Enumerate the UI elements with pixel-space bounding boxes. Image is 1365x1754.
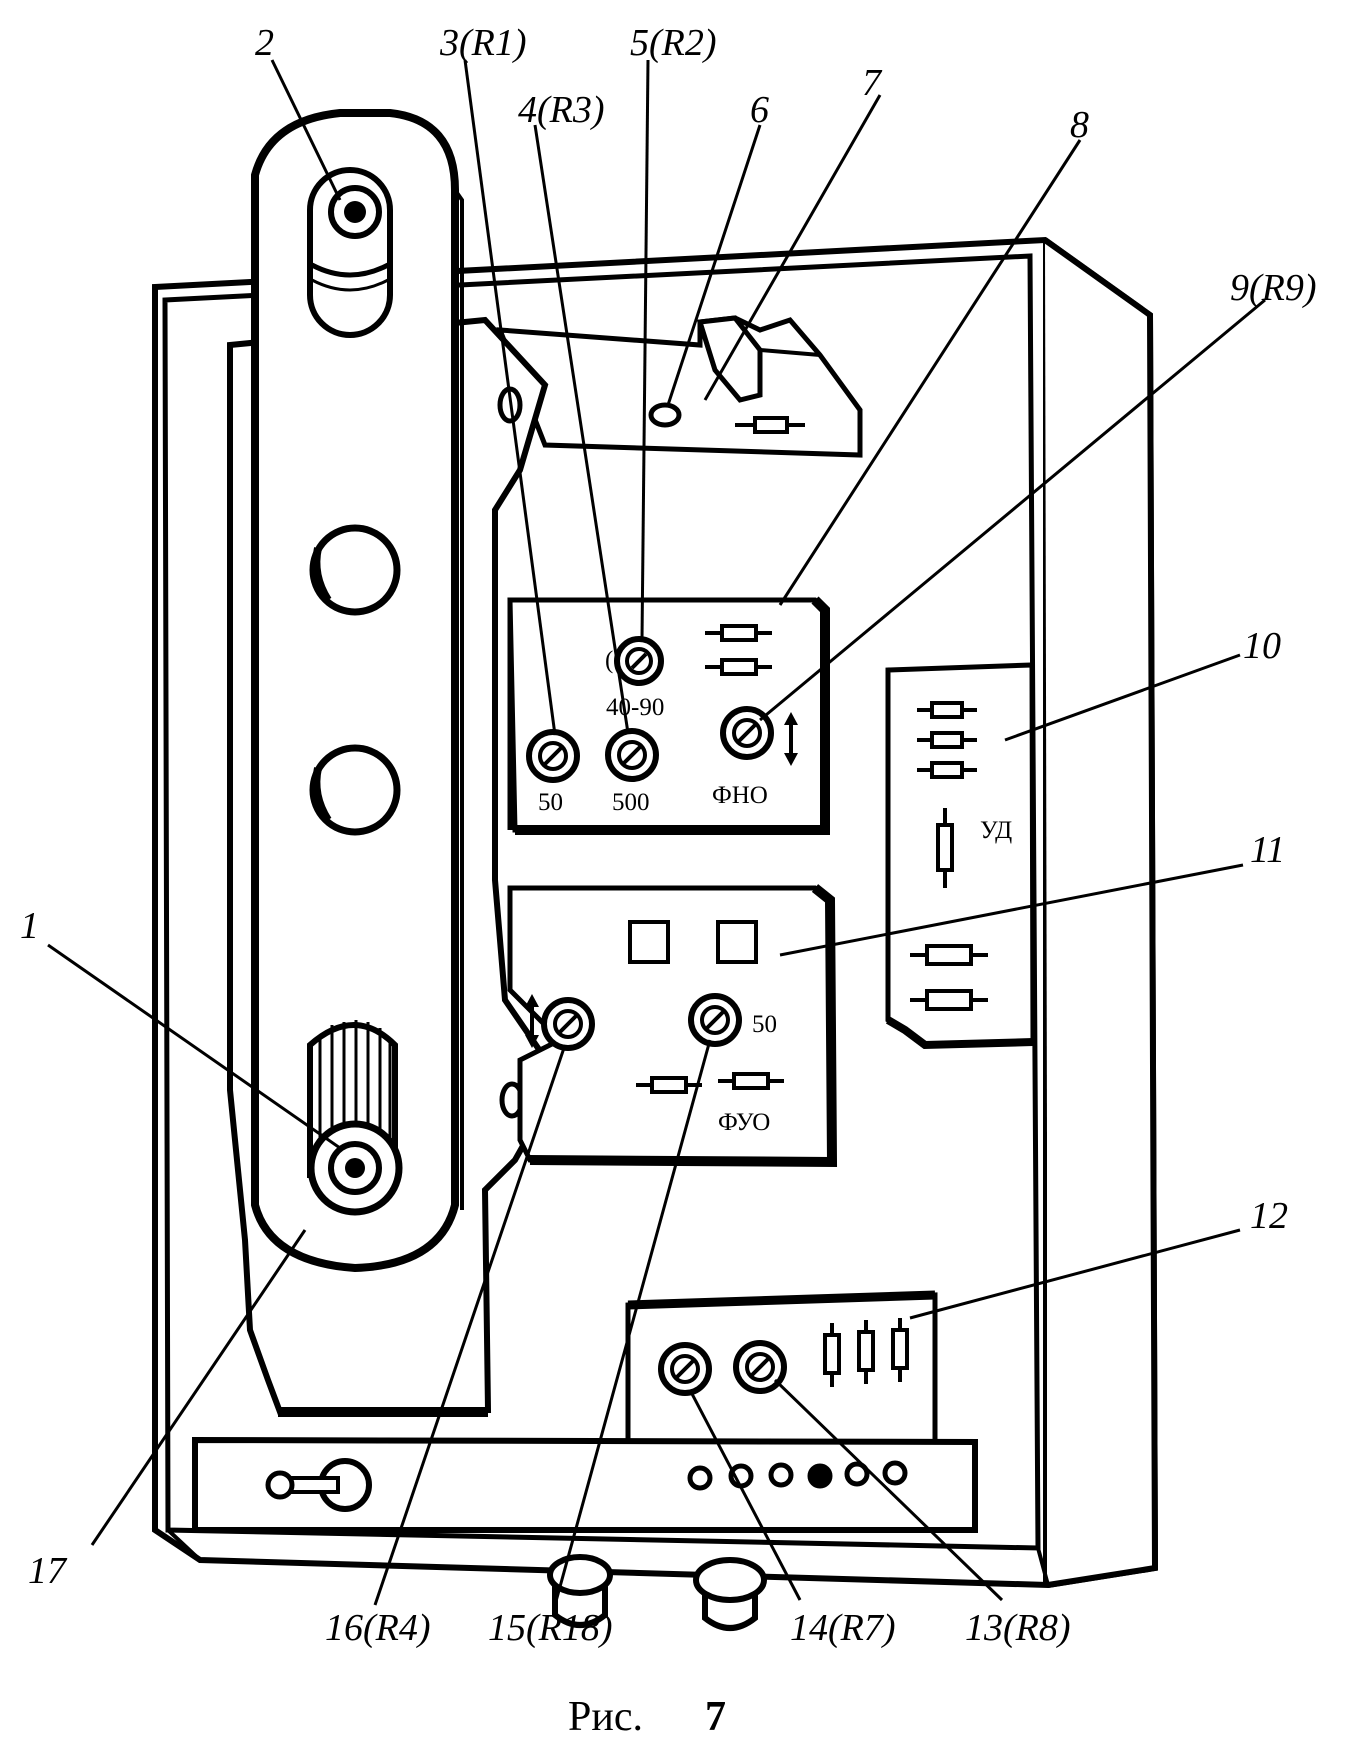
potentiometer-r2[interactable] xyxy=(614,636,664,686)
toggle-switch-icon[interactable] xyxy=(265,1458,372,1512)
adjust-arrow-icon xyxy=(784,712,798,766)
resistor-icon xyxy=(705,624,772,642)
potentiometer-r7[interactable] xyxy=(658,1342,712,1396)
potentiometer-r8[interactable] xyxy=(733,1340,787,1394)
callout-14: 14(R7) xyxy=(790,1607,896,1649)
caption-text: Рис. xyxy=(568,1694,643,1740)
svg-text:(: ( xyxy=(605,647,613,674)
callout-17: 17 xyxy=(28,1550,68,1592)
callout-labels: 1 2 3(R1) 4(R3) 5(R2) 6 7 8 9(R9) 10 11 … xyxy=(20,22,1317,1649)
fuo-panel-name: ФУО xyxy=(718,1109,770,1136)
jack-socket-icon[interactable] xyxy=(882,1460,908,1486)
panel-ud: УД xyxy=(885,662,1036,1050)
adjust-arrow-icon xyxy=(525,994,539,1048)
resistor-icon xyxy=(857,1320,875,1384)
resistor-icon xyxy=(636,1076,702,1094)
top-roller xyxy=(307,167,393,338)
ud-panel-name: УД xyxy=(980,817,1012,844)
resistor-icon xyxy=(891,1318,909,1382)
callout-16: 16(R4) xyxy=(325,1607,431,1649)
fuo-indicator-left xyxy=(628,920,670,964)
panel-bottom xyxy=(625,1290,938,1455)
resistor-icon xyxy=(910,989,988,1011)
leader-lines xyxy=(47,59,1266,1606)
callout-11: 11 xyxy=(1250,829,1285,871)
callout-8: 8 xyxy=(1070,104,1089,146)
potentiometer-r3[interactable] xyxy=(605,728,659,782)
resistor-icon xyxy=(917,731,977,749)
connector-right xyxy=(693,1557,767,1631)
potentiometer-r4[interactable] xyxy=(541,997,595,1051)
knurled-roller xyxy=(307,1020,403,1216)
resistor-icon xyxy=(936,808,954,888)
jack-socket-icon[interactable] xyxy=(844,1461,870,1487)
fno-label-range: 40-90 xyxy=(606,694,664,721)
callout-7: 7 xyxy=(862,62,883,104)
potentiometer-r9[interactable] xyxy=(720,706,774,760)
panel-fuo: 50 ФУО xyxy=(507,884,838,1168)
panel-fno: ( 40-90 50 500 ФНО xyxy=(507,596,830,835)
resistor-icon xyxy=(705,658,772,676)
resistor-icon xyxy=(910,944,988,966)
callout-12: 12 xyxy=(1250,1195,1288,1237)
callout-10: 10 xyxy=(1243,625,1281,667)
fno-label-50: 50 xyxy=(538,789,563,816)
resistor-icon xyxy=(735,416,805,434)
resistor-icon xyxy=(718,1072,784,1090)
callout-6: 6 xyxy=(750,89,769,131)
figure-caption: Рис. 7 xyxy=(568,1694,726,1740)
callout-4: 4(R3) xyxy=(518,89,605,131)
resistor-icon xyxy=(917,761,977,779)
fuo-indicator-right xyxy=(716,920,758,964)
resistor-icon xyxy=(917,701,977,719)
callout-3: 3(R1) xyxy=(439,22,527,64)
potentiometer-r18[interactable] xyxy=(688,993,742,1047)
callout-15: 15(R18) xyxy=(488,1607,613,1649)
callout-2: 2 xyxy=(255,22,274,64)
jack-socket-icon[interactable] xyxy=(687,1465,713,1491)
bottom-strip xyxy=(192,1436,978,1533)
jack-row xyxy=(687,1460,908,1491)
jack-socket-icon[interactable] xyxy=(807,1463,833,1489)
callout-13: 13(R8) xyxy=(965,1607,1071,1649)
resistor-icon xyxy=(823,1323,841,1387)
fuo-label-50: 50 xyxy=(752,1011,777,1038)
callout-5: 5(R2) xyxy=(630,22,717,64)
potentiometer-r1[interactable] xyxy=(526,729,580,783)
caption-number: 7 xyxy=(705,1694,726,1740)
fno-label-500: 500 xyxy=(612,789,650,816)
callout-9: 9(R9) xyxy=(1230,267,1317,309)
callout-1: 1 xyxy=(20,905,39,947)
fno-panel-name: ФНО xyxy=(712,782,768,809)
jack-socket-icon[interactable] xyxy=(768,1462,794,1488)
